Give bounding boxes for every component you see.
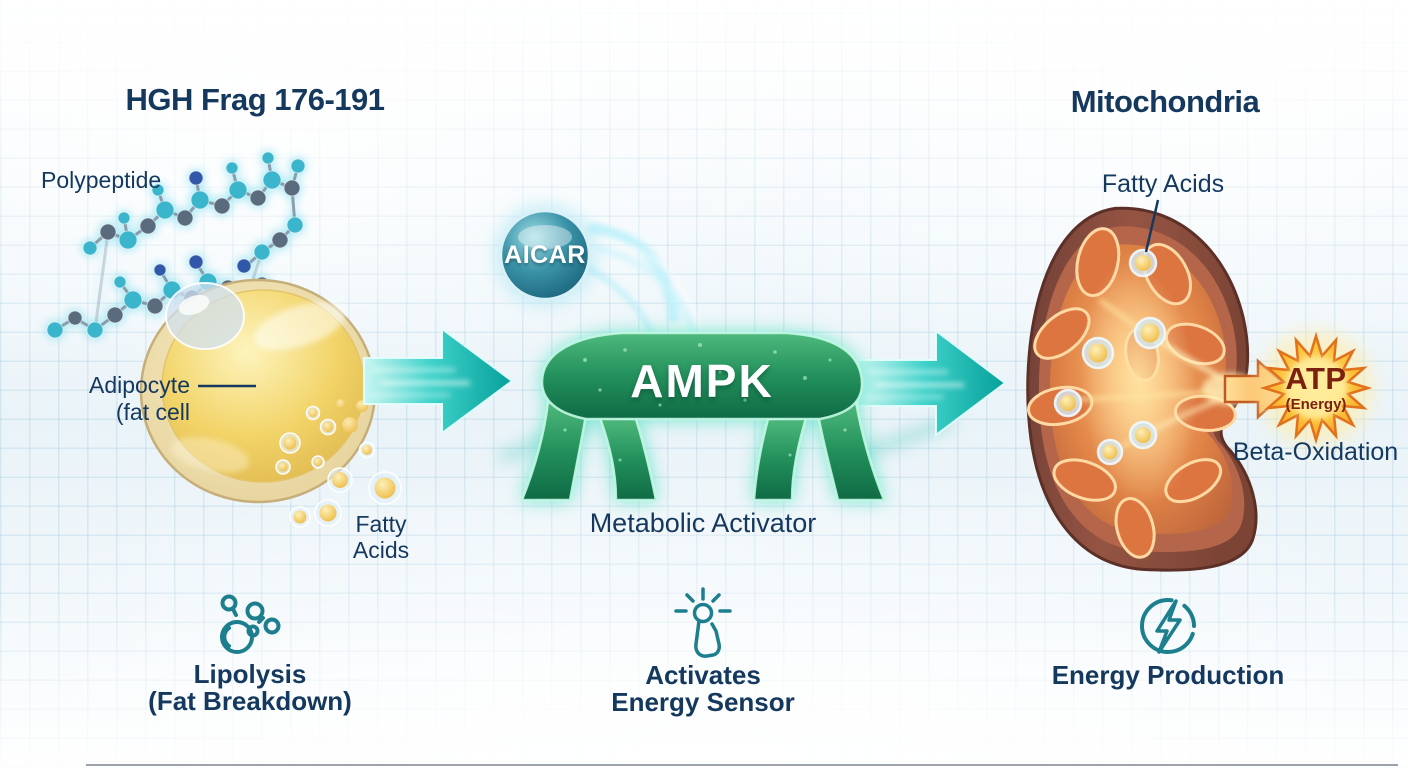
lipolysis-caption-line2: (Fat Breakdown) — [148, 686, 352, 716]
left-section-title: HGH Frag 176-191 — [125, 82, 385, 117]
fatty-acids-label-right: Fatty Acids — [1101, 170, 1225, 198]
molecule-breakup-icon — [220, 594, 281, 654]
aicar-signal-streams — [576, 222, 702, 338]
atp-label: ATP — [1285, 361, 1347, 396]
energy-production-caption: Energy Production — [1051, 660, 1285, 690]
label-pointer-lines — [198, 199, 1160, 388]
activates-caption-line1: Activates — [645, 660, 761, 690]
metabolic-activator-caption: Metabolic Activator — [589, 508, 817, 538]
ampk-label: AMPK — [630, 355, 774, 407]
fatty-acid-droplets-left — [275, 405, 402, 528]
fatty-acid-droplets-mito — [1053, 248, 1167, 466]
fatty-acids-label-left: Fatty Acids — [352, 511, 410, 563]
arrow-fat-to-ampk — [363, 327, 514, 435]
beta-oxidation-label: Beta-Oxidation — [1232, 438, 1399, 466]
atp-starburst — [1258, 330, 1374, 446]
aicar-label: AICAR — [504, 241, 586, 269]
mitochondria-title: Mitochondria — [1070, 84, 1260, 119]
bottom-divider — [86, 764, 1398, 766]
aicar-sphere — [493, 203, 597, 307]
mitochondria-organelle — [1026, 206, 1258, 572]
tap-finger-icon — [674, 587, 732, 658]
polypeptide-label: Polypeptide — [41, 167, 162, 193]
atp-energy-sublabel: (Energy) — [1285, 396, 1347, 413]
ampk-protein-shape — [520, 331, 886, 502]
activates-caption-line2: Energy Sensor — [611, 687, 795, 717]
arrow-ampk-to-mitochondria — [857, 328, 1007, 438]
lightning-circle-icon — [1140, 598, 1196, 654]
lipolysis-caption-line1: Lipolysis — [193, 659, 307, 689]
adipocyte-cell — [139, 278, 377, 504]
adipocyte-label: Adipocyte — [88, 372, 190, 398]
adipocyte-sublabel: (fat cell — [115, 399, 190, 425]
